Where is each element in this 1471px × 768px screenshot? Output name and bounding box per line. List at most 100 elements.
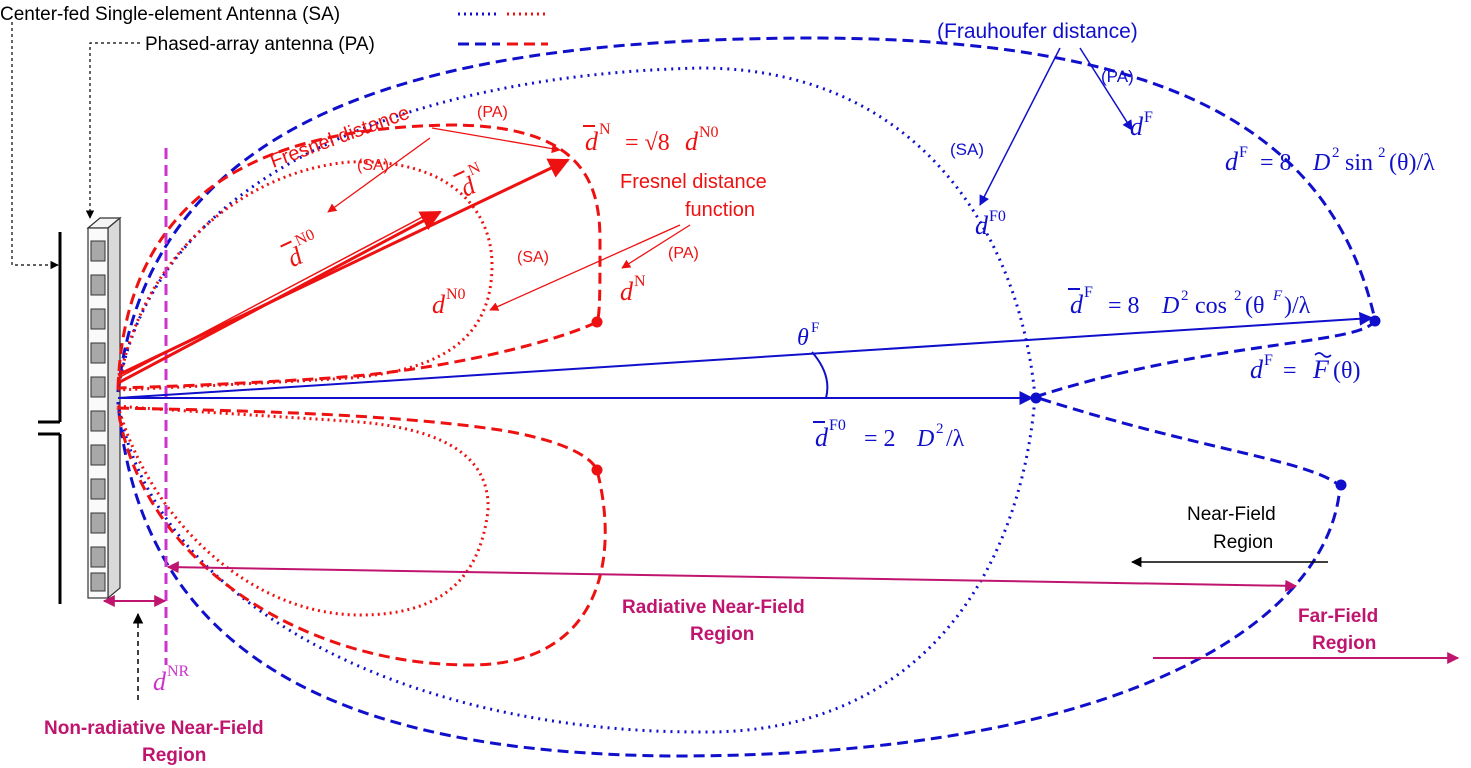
fresnel-function-sa-pointer: [489, 224, 681, 311]
sa-far-field-contour: [116, 66, 1037, 734]
eq-dN-bar: d N = √8 d N0: [583, 121, 719, 156]
svg-text:F0: F0: [989, 208, 1006, 225]
legend-pa-label: Phased-array antenna (PA): [145, 34, 375, 55]
ray-dN0-bar: [117, 210, 442, 385]
fresnel-function-label-1: Fresnel distance: [620, 171, 767, 193]
legend-sa-leader: [11, 22, 59, 270]
fresnel-sa-pointer: [327, 137, 431, 213]
svg-text:d: d: [1225, 147, 1239, 176]
sa-fresnel-contour: [116, 160, 494, 392]
far-field-label-2: Region: [1312, 633, 1376, 654]
near-field-label-2: Region: [1213, 532, 1273, 553]
pa-far-field-contour: [116, 36, 1377, 758]
symbol-dN: d N: [620, 273, 646, 306]
fresnel-function-label-2: function: [685, 199, 755, 221]
fresnel-distance-label: Fresnel distance: [267, 102, 412, 173]
svg-text:2: 2: [1332, 145, 1340, 161]
svg-text:)/λ: )/λ: [1284, 293, 1311, 319]
eq-dF-bar: d F = 8 D 2 cos 2 (θ F )/λ: [1068, 284, 1311, 319]
frauhoufer-sa-pointer: [979, 47, 1061, 206]
svg-text:/λ: /λ: [946, 426, 965, 452]
svg-text:(θ): (θ): [1333, 358, 1360, 384]
symbol-dN-bar-ray: d N: [453, 159, 484, 203]
svg-text:F0: F0: [829, 417, 846, 434]
theta-arc: [811, 351, 829, 399]
svg-text:(θ)/λ: (θ)/λ: [1389, 150, 1435, 176]
radiative-near-field-label-2: Region: [690, 624, 754, 645]
svg-text:d: d: [1130, 112, 1144, 141]
svg-text:d: d: [432, 290, 446, 319]
non-radiative-label-1: Non-radiative Near-Field: [44, 718, 264, 739]
non-radiative-label-2: Region: [142, 745, 206, 766]
radiative-near-field-extent: [166, 561, 1298, 592]
svg-text:d: d: [975, 211, 989, 240]
ray-dN0-bar-inner: [117, 212, 431, 379]
svg-text:d: d: [153, 667, 167, 696]
svg-text:F: F: [1272, 288, 1283, 304]
svg-text:d: d: [585, 127, 599, 156]
single-element-antenna: [38, 232, 62, 604]
pa-fresnel-contour: [116, 123, 602, 390]
svg-text:2: 2: [936, 421, 944, 437]
near-field-label-1: Near-Field: [1187, 504, 1276, 525]
phased-array-antenna: [86, 216, 122, 600]
point-dN-lower: [591, 464, 603, 476]
frauhoufer-pa-tag: (PA): [1101, 67, 1134, 86]
eq-dF-tilde: d F = F (θ): [1250, 352, 1360, 384]
svg-text:F: F: [1312, 355, 1330, 384]
svg-text:F: F: [811, 320, 819, 336]
sa-fresnel-contour-lower: [116, 404, 490, 617]
svg-text:d: d: [685, 127, 699, 156]
ray-dF-bar: [117, 311, 1374, 399]
legend-sa-label: Center-fed Single-element Antenna (SA): [0, 4, 340, 25]
symbol-dF0-sa: d F0: [975, 208, 1006, 240]
svg-text:N0: N0: [293, 226, 318, 250]
svg-text:N: N: [634, 273, 646, 290]
frauhoufer-pa-pointer: [1079, 47, 1133, 131]
svg-text:θ: θ: [797, 325, 809, 351]
svg-text:2: 2: [1234, 288, 1242, 304]
svg-text:sin: sin: [1345, 150, 1373, 176]
svg-text:2: 2: [1378, 145, 1386, 161]
symbol-dN0: d N0: [432, 286, 466, 319]
svg-text:d: d: [1070, 290, 1084, 319]
symbol-dF-pa: d F: [1130, 109, 1153, 141]
svg-text:N0: N0: [446, 286, 466, 303]
svg-text:d: d: [815, 423, 829, 452]
symbol-theta-F: θ F: [797, 320, 819, 351]
point-dF-max: [1369, 315, 1381, 327]
svg-text:NR: NR: [167, 663, 190, 680]
fresnel-function-sa-tag: (SA): [517, 249, 549, 266]
fresnel-pa-tag: (PA): [477, 104, 508, 121]
eq-dF-sin: d F = 8 D 2 sin 2 (θ)/λ: [1225, 144, 1435, 176]
svg-text:d: d: [1250, 355, 1264, 384]
svg-text:N: N: [599, 121, 611, 138]
svg-text:(θ: (θ: [1245, 293, 1265, 319]
svg-text:F: F: [1264, 352, 1273, 369]
svg-text:D: D: [1161, 293, 1179, 319]
svg-text:= 2: = 2: [864, 426, 896, 452]
svg-text:2: 2: [1181, 288, 1189, 304]
pa-fresnel-contour-lower: [116, 406, 607, 667]
svg-text:cos: cos: [1195, 293, 1227, 319]
svg-text:F: F: [1239, 144, 1248, 161]
point-dF-lower: [1335, 479, 1347, 491]
eq-dF0-bar: d F0 = 2 D 2 /λ: [813, 417, 965, 452]
frauhoufer-label: (Frauhoufer distance): [937, 20, 1138, 43]
svg-text:= 8: = 8: [1108, 293, 1140, 319]
svg-text:D: D: [916, 426, 934, 452]
svg-text:d: d: [620, 277, 634, 306]
fresnel-pa-pointer: [431, 127, 561, 154]
fresnel-function-pa-tag: (PA): [668, 245, 699, 262]
svg-text:N0: N0: [699, 124, 719, 141]
svg-text:= √8: = √8: [625, 130, 670, 156]
svg-text:=: =: [1283, 358, 1297, 384]
radiative-near-field-label-1: Radiative Near-Field: [622, 597, 805, 618]
legend-pa-leader: [85, 42, 140, 219]
frauhoufer-sa-tag: (SA): [950, 140, 984, 159]
svg-text:F: F: [1144, 109, 1153, 126]
symbol-dNR: d NR: [153, 663, 190, 696]
fresnel-sa-tag: (SA): [357, 157, 389, 174]
point-dN-upper: [591, 316, 603, 328]
